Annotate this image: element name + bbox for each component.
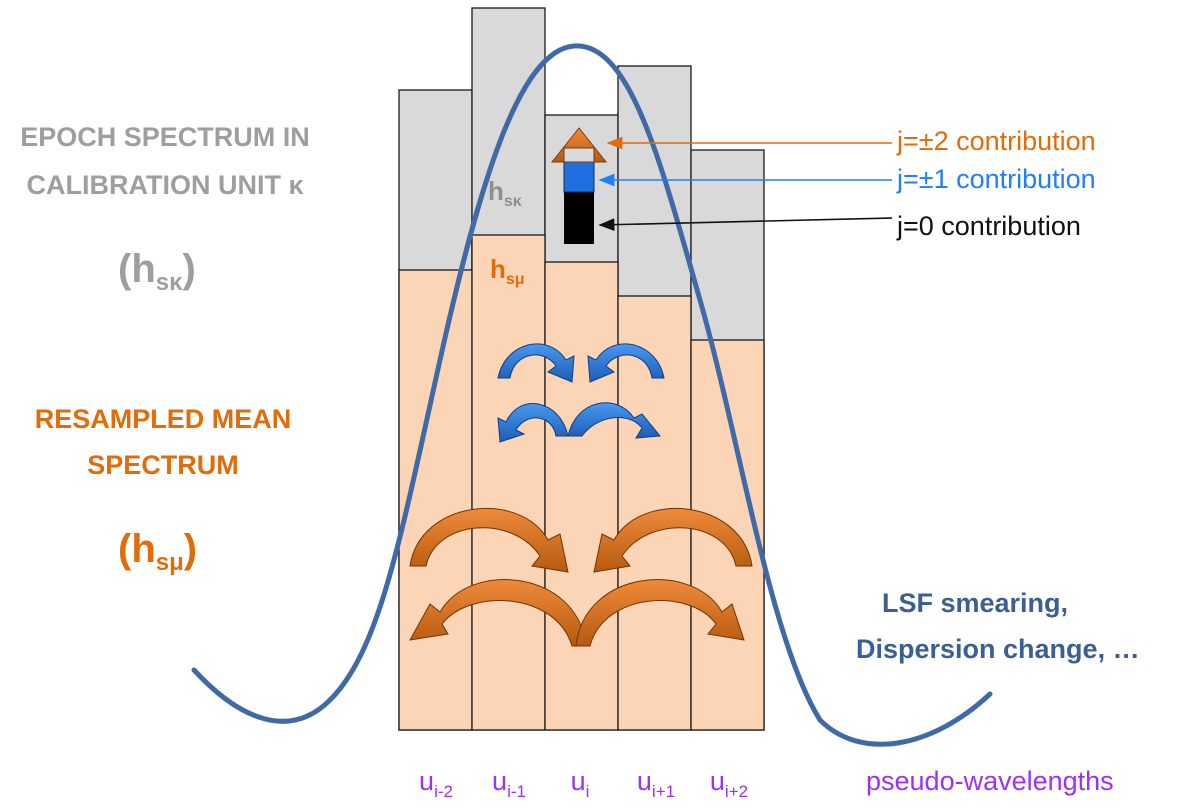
resampled-bar-i-1 bbox=[471, 234, 546, 731]
resampled-bar-i bbox=[544, 261, 619, 731]
in-bar-hsk-label: hsκ bbox=[488, 176, 522, 210]
lsf-curve bbox=[191, 43, 993, 747]
j1-contribution-label: j=±1 contribution bbox=[896, 164, 1096, 194]
epoch-label-line1: EPOCH SPECTRUM IN bbox=[20, 122, 310, 152]
j2-contribution-arrowhead bbox=[550, 127, 608, 163]
epoch-symbol: (hsκ) bbox=[118, 247, 196, 296]
lsf-label-line1: LSF smearing, bbox=[882, 588, 1068, 618]
j0-pointer bbox=[598, 217, 893, 232]
orange-redistribution-arrows bbox=[409, 508, 753, 647]
resampled-label-line1: RESAMPLED MEAN bbox=[35, 404, 292, 434]
orange-arrow-3 bbox=[409, 579, 587, 647]
orange-arrow-2 bbox=[593, 508, 753, 573]
contribution-stack bbox=[550, 127, 608, 244]
resampled-symbol: (hsμ) bbox=[118, 527, 197, 576]
blue-arrow-4 bbox=[567, 402, 661, 439]
bin-label-i: ui bbox=[571, 766, 590, 801]
j1-contribution-bar bbox=[563, 161, 595, 193]
in-bar-hsm-label: hsμ bbox=[490, 254, 525, 288]
blue-arrow-2 bbox=[587, 343, 665, 383]
blue-arrow-1 bbox=[497, 343, 575, 383]
orange-arrow-1 bbox=[409, 508, 569, 573]
contribution-pointers bbox=[598, 136, 893, 232]
j0-contribution-bar bbox=[564, 192, 594, 244]
epoch-label-group: EPOCH SPECTRUM IN CALIBRATION UNIT κ (hs… bbox=[20, 122, 310, 296]
bin-label-i+2: ui+2 bbox=[710, 766, 748, 801]
lsf-label-line2: Dispersion change, … bbox=[856, 634, 1140, 664]
resampled-spectrum-bars bbox=[398, 234, 765, 731]
orange-arrow-4 bbox=[575, 579, 745, 647]
epoch-label-line2: CALIBRATION UNIT κ bbox=[26, 170, 304, 200]
bin-label-i+1: ui+1 bbox=[637, 766, 675, 801]
bin-labels: ui-2 ui-1 ui ui+1 ui+2 bbox=[419, 766, 748, 801]
j0-contribution-label: j=0 contribution bbox=[896, 211, 1081, 241]
resampled-label-group: RESAMPLED MEAN SPECTRUM (hsμ) bbox=[35, 404, 292, 576]
bin-label-i-1: ui-1 bbox=[492, 766, 526, 801]
blue-arrow-3 bbox=[497, 403, 569, 443]
resampled-label-line2: SPECTRUM bbox=[87, 450, 239, 480]
bin-label-i-2: ui-2 bbox=[419, 766, 453, 801]
axis-label: pseudo-wavelengths bbox=[866, 766, 1114, 796]
j2-contribution-label: j=±2 contribution bbox=[896, 126, 1096, 156]
blue-redistribution-arrows bbox=[497, 343, 665, 443]
